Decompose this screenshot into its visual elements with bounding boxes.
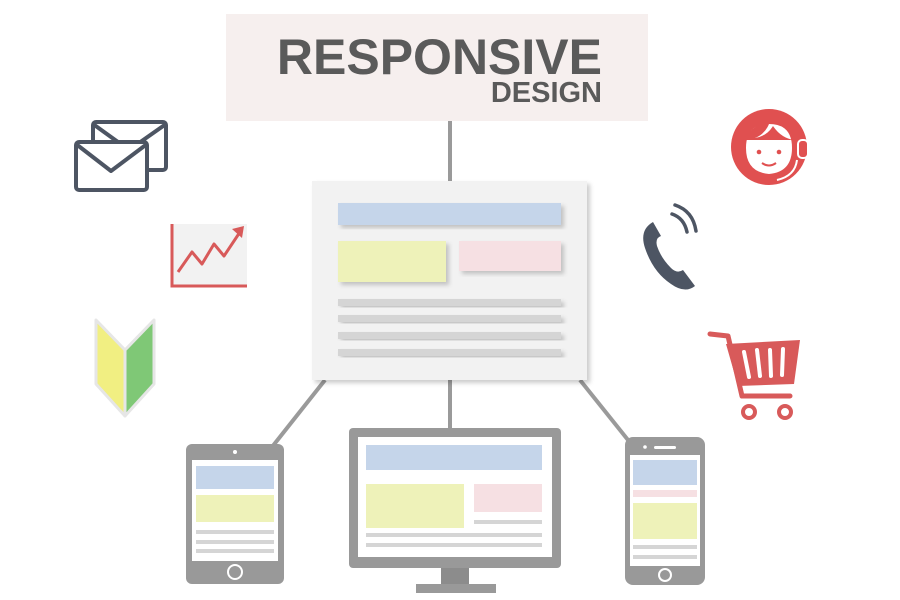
smartphone-device (625, 437, 705, 585)
shopping-cart-icon (707, 331, 800, 420)
title-sub: DESIGN (490, 77, 602, 109)
desktop-monitor-device (349, 428, 561, 593)
tablet-device (186, 444, 284, 584)
chart-up-icon (170, 224, 247, 288)
central-webpage (312, 181, 587, 380)
title-banner: RESPONSIVE DESIGN (226, 14, 648, 121)
mail-icon (74, 120, 168, 192)
title-main: RESPONSIVE (276, 29, 602, 85)
beginner-mark-icon (94, 318, 156, 418)
support-operator-icon (731, 109, 809, 185)
connector-lines (270, 121, 630, 449)
phone-icon (643, 203, 698, 290)
